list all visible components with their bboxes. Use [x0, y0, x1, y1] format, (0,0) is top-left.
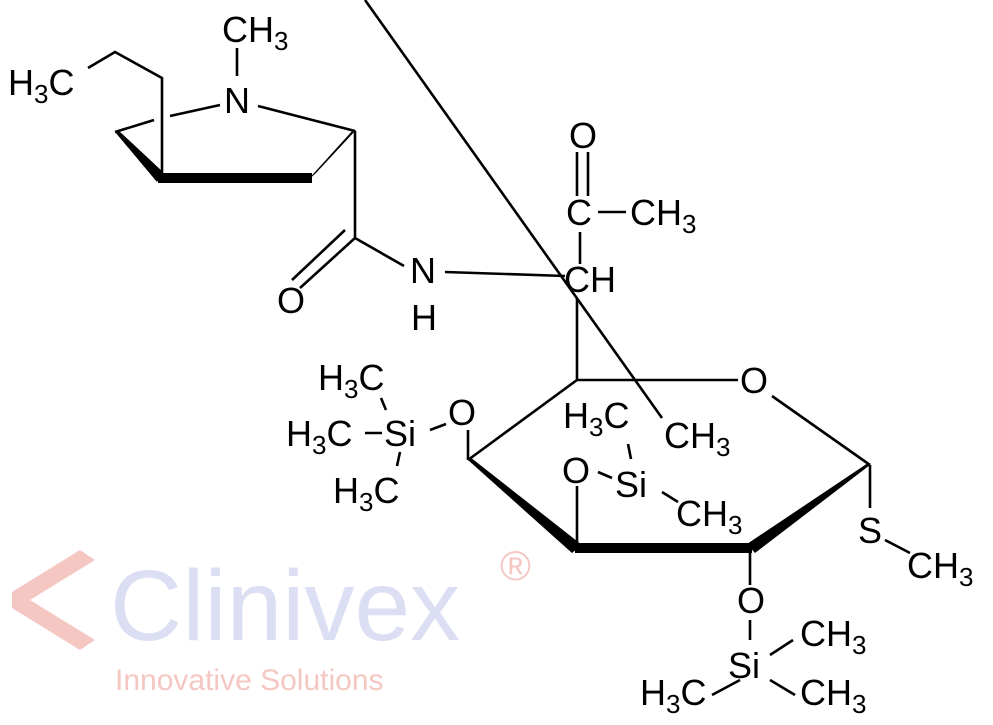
c6-ch3-label: CH3 [664, 415, 730, 462]
si3-methyl-right-label: CH3 [676, 493, 742, 540]
si4-label: Si [384, 413, 416, 454]
si2-label: Si [728, 645, 760, 686]
watermark-tagline: Innovative Solutions [115, 664, 384, 697]
watermark-c-mark [12, 550, 95, 650]
ketone-o-label: O [569, 115, 597, 156]
pyrrolidine-n-label: N [224, 80, 250, 121]
sulfur-label: S [858, 510, 882, 551]
amide-n-label: N [410, 250, 436, 291]
propyl-ch3-label: H3C [8, 62, 74, 109]
si2-methyl-left-label: H3C [640, 672, 706, 719]
o2-label: O [737, 580, 765, 621]
amide-h-label: H [411, 297, 437, 338]
si2-methyl-top-label: CH3 [800, 613, 866, 660]
o4-label: O [448, 392, 476, 433]
s-methyl-label: CH3 [907, 545, 973, 592]
bonds [87, 0, 911, 697]
acetyl-ch3-label: CH3 [630, 192, 696, 239]
si4-methyl-left-label: H3C [286, 413, 352, 460]
si3-label: Si [615, 464, 647, 505]
methine-label: CH [564, 259, 616, 300]
o3-label: O [562, 450, 590, 491]
n-methyl-label: CH3 [222, 9, 288, 56]
si4-methyl-bottom-label: H3C [333, 470, 399, 517]
ring-o-label: O [740, 360, 768, 401]
si4-methyl-top-label: H3C [318, 357, 384, 404]
ketone-c-label: C [566, 192, 592, 233]
watermark-brand: Clinivex [110, 550, 460, 662]
amide-o-label: O [277, 280, 305, 321]
si2-methyl-right-label: CH3 [800, 672, 866, 719]
si3-methyl-top-label: H3C [563, 395, 629, 442]
watermark-registered: ® [500, 542, 531, 589]
atom-labels: CH3 N H3C O N H O C CH3 CH O CH3 O Si H3… [8, 9, 973, 719]
watermark-logo: Clinivex Innovative Solutions ® [12, 542, 531, 697]
